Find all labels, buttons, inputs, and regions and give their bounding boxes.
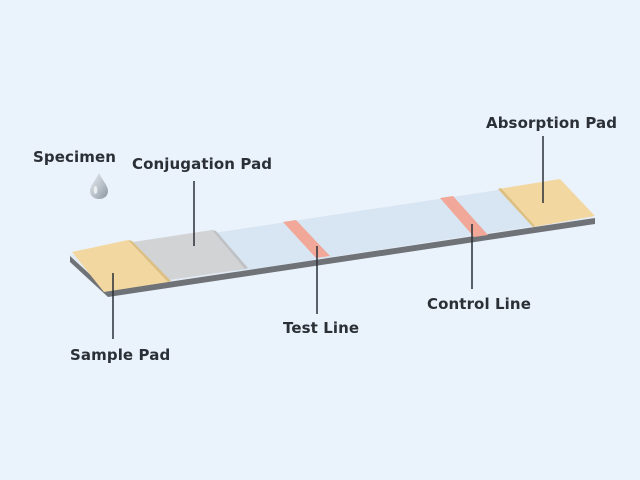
conjugation-pad <box>133 230 245 281</box>
control-line-band <box>440 196 488 237</box>
droplet-icon <box>90 173 108 199</box>
sample-pad <box>72 240 168 292</box>
conjugation-pad-label: Conjugation Pad <box>132 155 273 173</box>
sample-pad-label: Sample Pad <box>70 346 171 364</box>
nitrocellulose-membrane <box>200 184 570 272</box>
conjugation-pad-edge <box>212 230 248 269</box>
absorption-pad-edge <box>498 188 535 227</box>
control-line-label: Control Line <box>427 295 531 313</box>
test-line-label: Test Line <box>283 319 360 337</box>
absorption-pad-label: Absorption Pad <box>486 114 618 132</box>
specimen-label: Specimen <box>33 148 117 166</box>
sample-pad-edge <box>128 240 171 282</box>
strip-side-edge <box>70 218 595 297</box>
test-line-band <box>283 220 330 258</box>
